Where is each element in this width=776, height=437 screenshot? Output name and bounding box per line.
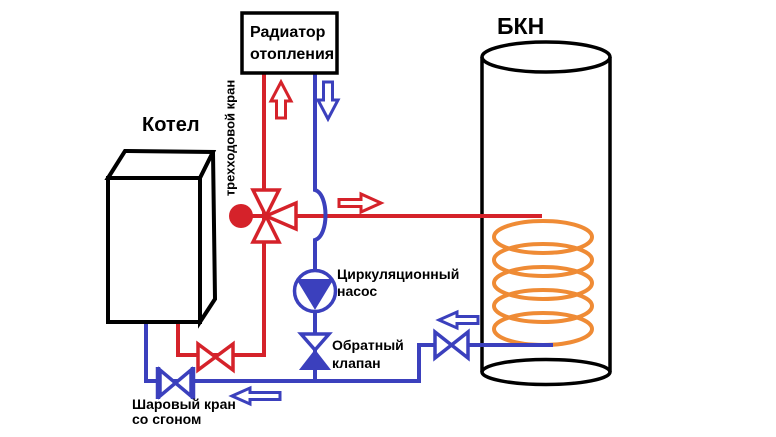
boiler-icon [104,148,218,329]
valve-bottom-port [250,212,282,244]
valve-right-port [261,200,298,232]
ball-valve-label-line2: со сгоном [132,411,202,427]
radiator-label-line2: отопления [250,46,335,63]
boiler-front-face [106,176,202,324]
radiator-label: Радиатор отопления [250,22,334,66]
pump-label-line1: Циркуляционный [337,266,460,282]
valve-top-port [250,188,282,220]
circulation-pump-icon [292,268,338,314]
flow-left-blue-icon [228,385,282,407]
check-valve-label-line2: клапан [332,355,381,371]
ball-valve-label: Шаровый кран со сгоном [132,397,236,427]
tank-top-ellipse [480,40,612,74]
tank-label: БКН [497,13,545,39]
three-way-valve-label: трехходовой кран [222,79,238,197]
red-shutoff-valve-icon [196,340,235,374]
flow-up-red-icon [268,78,294,120]
flow-down-blue-icon [315,80,341,123]
flow-arrows [228,78,480,407]
ball-valve-icon [155,366,196,400]
boiler-side-face [198,151,218,329]
check-valve-label-line1: Обратный [332,337,404,353]
boiler-label: Котел [142,114,200,136]
radiator-box-icon [240,11,339,75]
pump-label-line2: насос [337,283,378,299]
three-way-valve-icon [229,188,298,244]
pump-label: Циркуляционный насос [337,266,459,300]
check-valve-icon [297,332,333,370]
flow-right-red-icon [337,191,385,215]
pipe-radiator-return [313,73,328,381]
actuator-knob [229,204,253,228]
tank-shutoff-valve-icon [433,328,470,362]
check-valve-label: Обратный клапан [332,336,404,372]
boiler-top-face [104,148,217,180]
tank-bottom-ellipse [480,357,612,387]
flow-left-blue-icon [435,309,480,331]
ball-valve-label-line1: Шаровый кран [132,396,236,412]
radiator-label-line1: Радиатор [250,24,326,41]
